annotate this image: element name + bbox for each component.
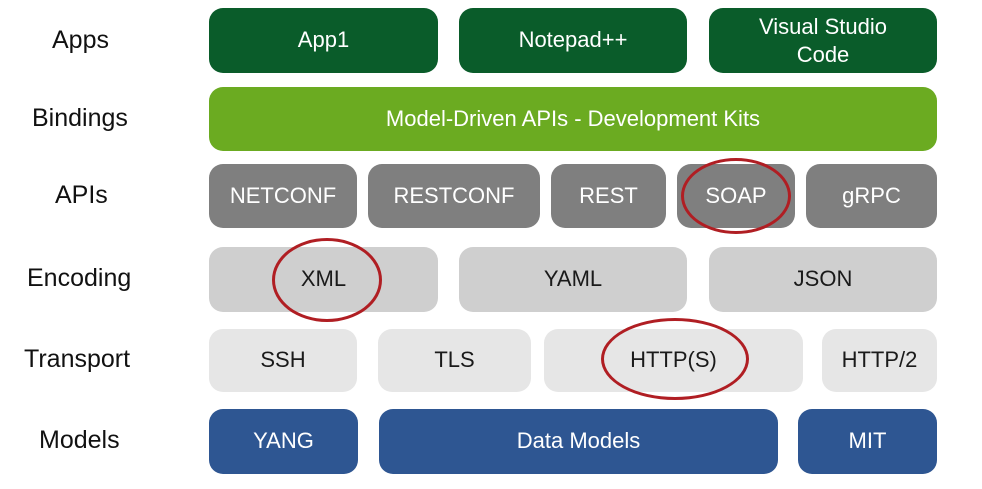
api-label-netconf: NETCONF <box>229 182 337 208</box>
layer-label-encoding: Encoding <box>27 264 132 292</box>
transport-label-ssh: SSH <box>260 347 306 373</box>
api-box-grpc: gRPC <box>806 164 937 228</box>
bindings-box-dev-kits: Model-Driven APIs - Development Kits <box>209 87 937 151</box>
encoding-label-json: JSON <box>793 266 853 292</box>
encoding-label-xml: XML <box>300 266 347 292</box>
encoding-box-json: JSON <box>709 247 937 312</box>
transport-label-tls: TLS <box>434 347 475 373</box>
layer-label-transport: Transport <box>24 345 131 373</box>
api-label-rest: REST <box>579 182 638 208</box>
app-box-vscode: Visual Studio Code <box>709 8 937 73</box>
encoding-box-yaml: YAML <box>459 247 687 312</box>
model-box-mit: MIT <box>798 409 937 474</box>
api-label-soap: SOAP <box>705 182 767 208</box>
api-box-netconf: NETCONF <box>209 164 357 228</box>
app-label-vscode-line1: Visual Studio <box>758 14 887 39</box>
transport-box-https: HTTP(S) <box>544 329 803 392</box>
api-box-soap: SOAP <box>677 164 795 228</box>
bindings-label-dev-kits: Model-Driven APIs - Development Kits <box>385 105 761 131</box>
transport-box-tls: TLS <box>378 329 531 392</box>
model-box-yang: YANG <box>209 409 358 474</box>
api-label-restconf: RESTCONF <box>393 182 515 208</box>
model-label-yang: YANG <box>253 428 314 454</box>
transport-label-https: HTTP(S) <box>630 347 717 373</box>
app-label-vscode-line2: Code <box>796 41 850 67</box>
model-label-data-models: Data Models <box>516 428 641 454</box>
app-box-notepad: Notepad++ <box>459 8 687 73</box>
layer-label-models: Models <box>39 426 120 454</box>
app-label-app1: App1 <box>297 27 350 53</box>
app-label-notepad: Notepad++ <box>518 27 628 53</box>
api-box-rest: REST <box>551 164 666 228</box>
encoding-label-yaml: YAML <box>543 266 603 292</box>
transport-box-http2: HTTP/2 <box>822 329 937 392</box>
encoding-box-xml: XML <box>209 247 438 312</box>
layer-label-apis: APIs <box>55 181 108 209</box>
model-label-mit: MIT <box>848 428 887 454</box>
layer-label-apps: Apps <box>52 26 109 54</box>
api-box-restconf: RESTCONF <box>368 164 540 228</box>
api-label-grpc: gRPC <box>842 182 901 208</box>
model-box-data-models: Data Models <box>379 409 778 474</box>
layer-label-bindings: Bindings <box>32 104 128 132</box>
transport-box-ssh: SSH <box>209 329 357 392</box>
transport-label-http2: HTTP/2 <box>841 347 918 373</box>
app-box-app1: App1 <box>209 8 438 73</box>
